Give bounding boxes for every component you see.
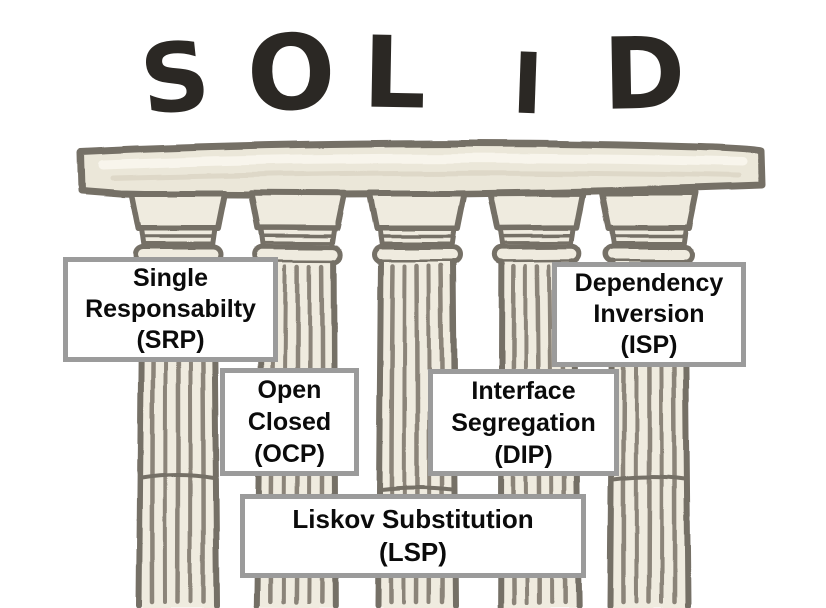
title-letter: L: [362, 15, 428, 132]
title-letter: D: [602, 16, 687, 133]
title-letter: S: [135, 20, 215, 138]
label-line: Closed: [247, 408, 332, 436]
label-line: Single: [132, 264, 208, 292]
label-line: Open: [257, 376, 322, 404]
beam: [76, 140, 766, 199]
title-letter: I: [510, 34, 545, 134]
label-line: (LSP): [379, 537, 447, 567]
label-line: (OCP): [254, 440, 325, 468]
label-line: Interface: [471, 376, 576, 405]
label-interface-segregation: Interface Segregation (DIP): [428, 369, 619, 476]
label-line: Responsabilty: [85, 295, 256, 323]
column-1: [131, 193, 225, 608]
label-liskov-substitution: Liskov Substitution (LSP): [240, 494, 586, 578]
title-solid: S O L I D: [0, 0, 826, 150]
label-line: Liskov Substitution: [292, 504, 534, 534]
label-line: (SRP): [136, 326, 205, 354]
label-line: Segregation: [451, 408, 596, 437]
label-open-closed: Open Closed (OCP): [220, 368, 359, 476]
label-line: (DIP): [494, 440, 553, 469]
label-line: Dependency: [574, 269, 724, 297]
label-dependency-inversion: Dependency Inversion (ISP): [552, 262, 746, 367]
label-line: (ISP): [620, 331, 678, 359]
title-letter: O: [244, 10, 338, 136]
label-line: Inversion: [593, 300, 705, 328]
label-single-responsibility: Single Responsabilty (SRP): [63, 257, 278, 362]
column-joints: [140, 473, 687, 491]
